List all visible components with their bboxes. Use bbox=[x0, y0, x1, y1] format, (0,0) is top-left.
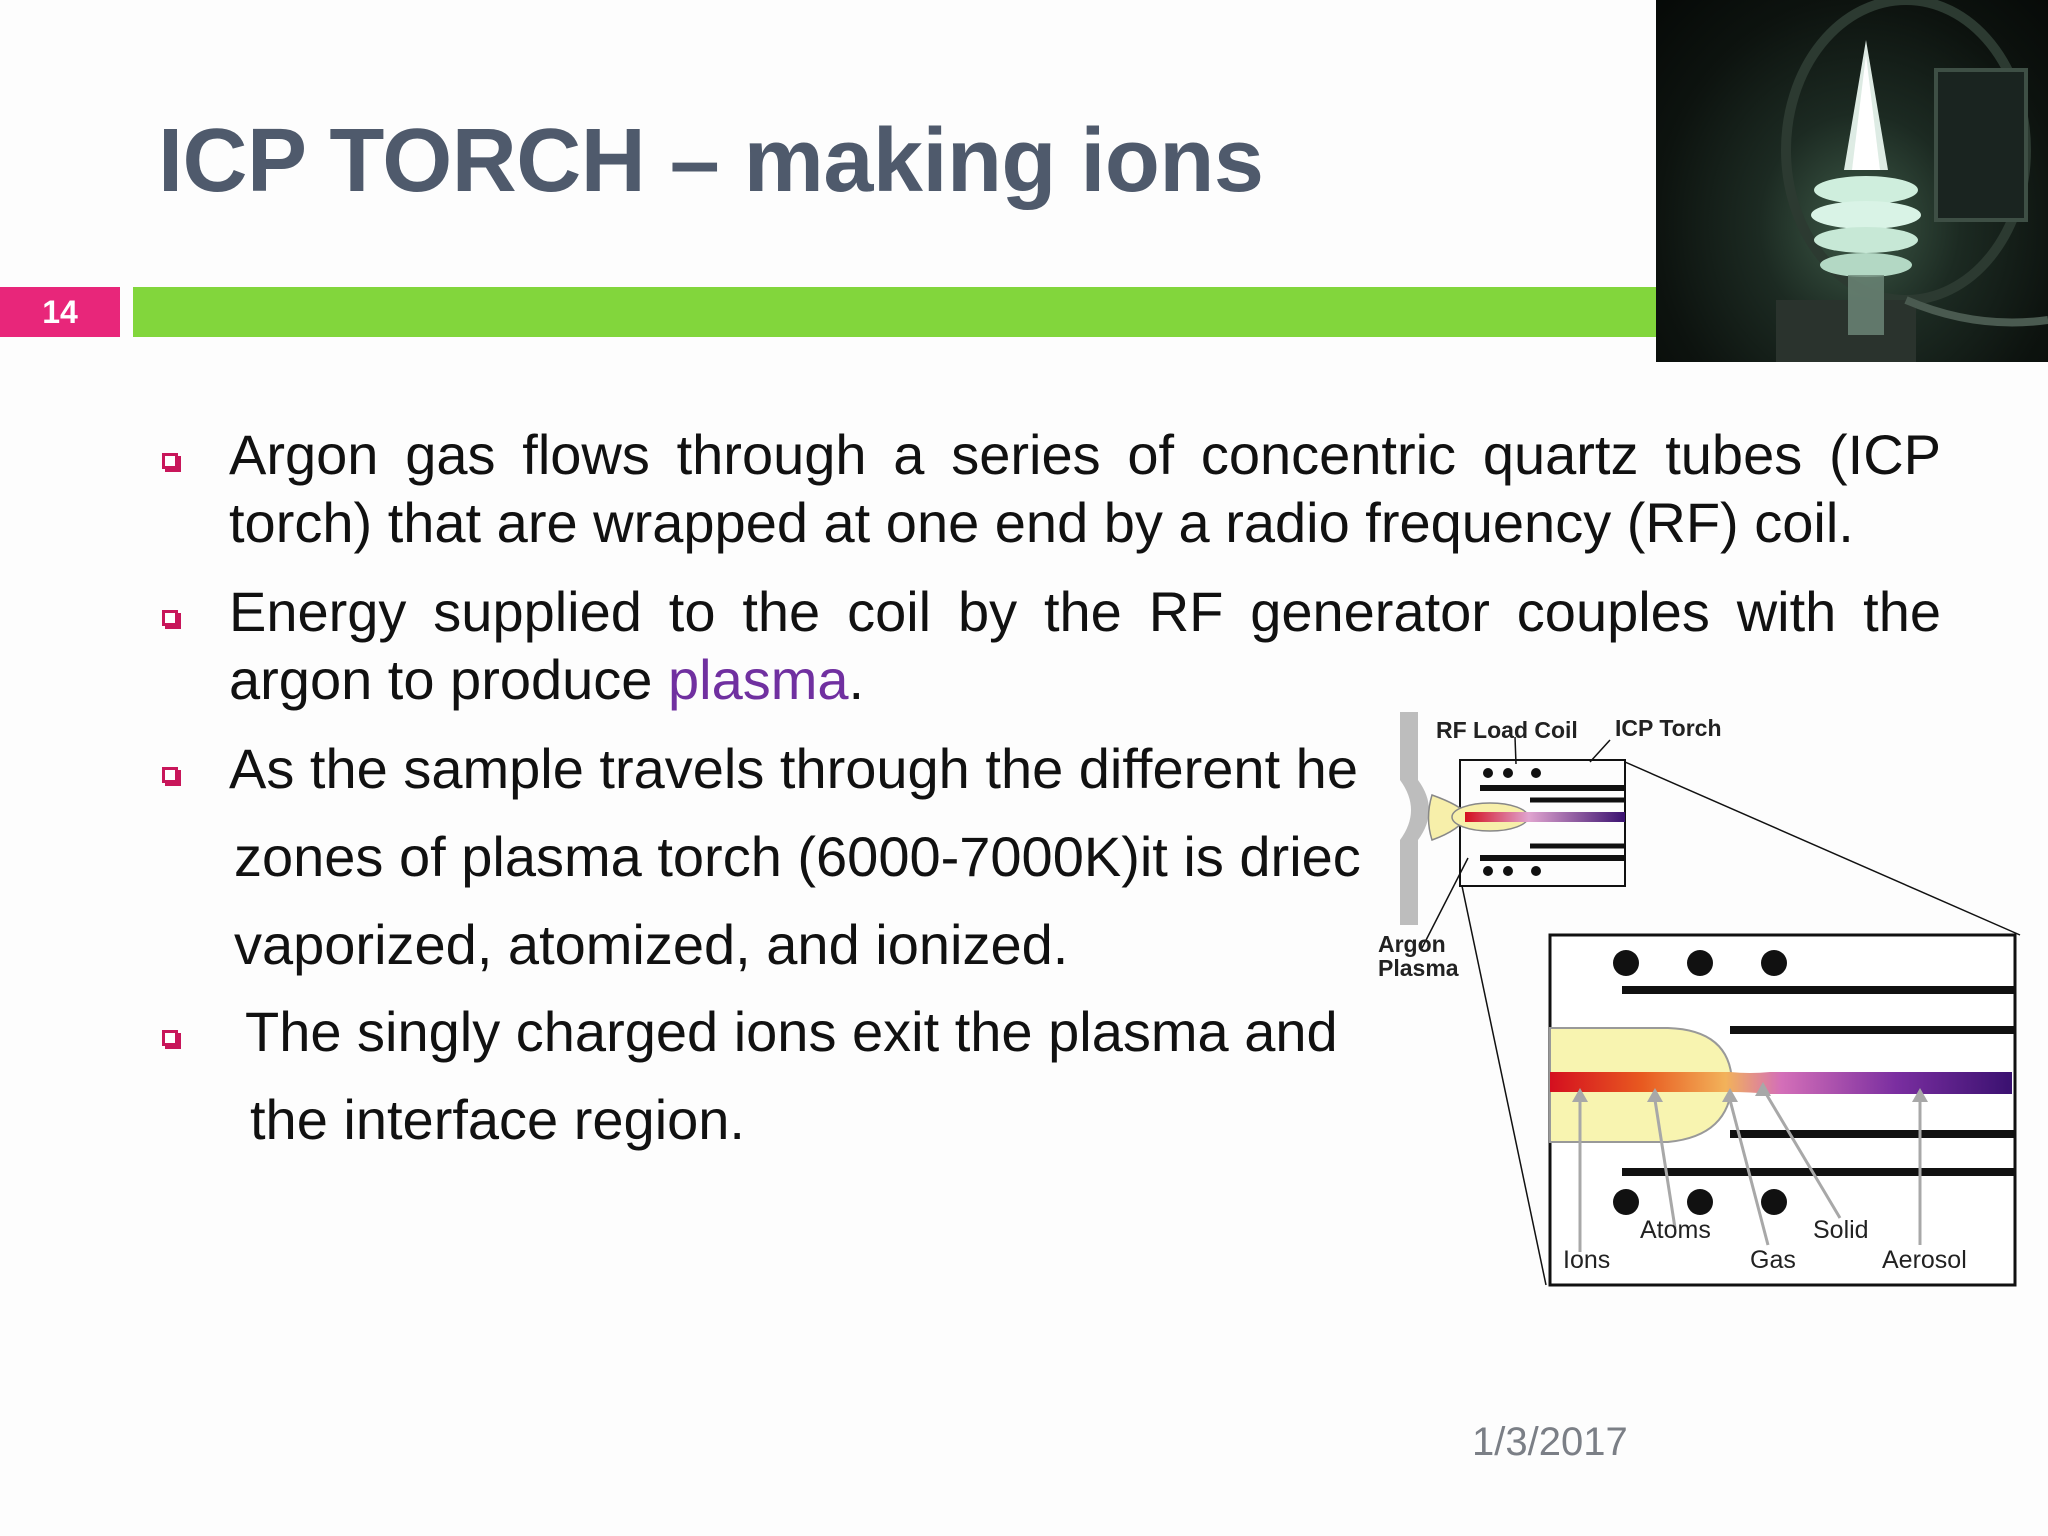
bullet-marker bbox=[162, 453, 181, 472]
bullet-3-line-1: As the sample travels through the differ… bbox=[229, 737, 1358, 800]
torch-detail bbox=[1548, 933, 2017, 1287]
bullet-1-text: Argon gas flows through a series of conc… bbox=[229, 423, 1941, 554]
bullet-3-line-2: zones of plasma torch (6000-7000K)it is … bbox=[234, 825, 1361, 888]
bullet-marker bbox=[162, 610, 181, 629]
ions-label: Ions bbox=[1563, 1246, 1610, 1274]
bullet-4-line-1: The singly charged ions exit the plasma … bbox=[245, 1000, 1338, 1063]
rf-load-coil-label: RF Load Coil bbox=[1436, 717, 1578, 743]
argon-label: Argon bbox=[1378, 931, 1446, 957]
bullet-2-text-end: . bbox=[848, 648, 865, 711]
bullet-3-line-3: vaporized, atomized, and ionized. bbox=[234, 913, 1069, 976]
slide-title: ICP TORCH – making ions bbox=[158, 111, 1264, 211]
bullet-4-line-2: the interface region. bbox=[250, 1088, 745, 1151]
bullet-marker bbox=[162, 1030, 181, 1049]
icp-torch-label: ICP Torch bbox=[1615, 715, 1722, 741]
bullet-marker bbox=[162, 767, 181, 786]
plasma-label: Plasma bbox=[1378, 955, 1459, 981]
slide-date: 1/3/2017 bbox=[1472, 1420, 1628, 1464]
gas-label: Gas bbox=[1750, 1246, 1796, 1274]
icp-torch-diagram: RF Load Coil ICP Torch Argon Plasma bbox=[1370, 700, 2040, 1300]
slide-number: 14 bbox=[0, 287, 120, 337]
bullet-2-text-start: Energy supplied to the coil by the RF ge… bbox=[229, 580, 1941, 711]
small-torch bbox=[1400, 712, 1626, 949]
plasma-term: plasma bbox=[667, 648, 849, 711]
torch-photo-illustration bbox=[1776, 0, 2048, 362]
title-underline-bar bbox=[133, 287, 1658, 337]
icp-torch-diagram-svg: RF Load Coil ICP Torch Argon Plasma bbox=[1378, 712, 2021, 1287]
icp-torch-photo bbox=[1656, 0, 2048, 362]
aerosol-label: Aerosol bbox=[1882, 1246, 1967, 1274]
solid-label: Solid bbox=[1813, 1216, 1869, 1244]
bullet-2-text: Energy supplied to the coil by the RF ge… bbox=[229, 578, 1941, 714]
atoms-label: Atoms bbox=[1640, 1216, 1711, 1244]
